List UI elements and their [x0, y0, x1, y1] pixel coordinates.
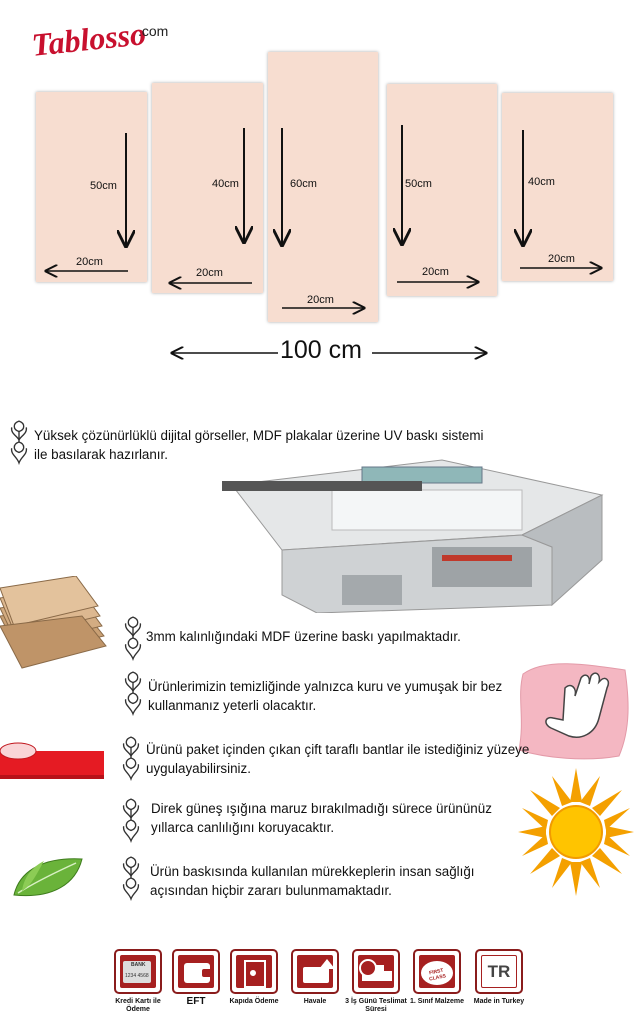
eco-leaf-icon [13, 858, 83, 897]
badge-label-first-class: 1. Sınıf Malzeme [409, 998, 465, 1005]
double-sided-tape-icon [0, 742, 104, 779]
logo-suffix: .com [138, 23, 168, 39]
total-width-label: 100 cm [280, 336, 362, 364]
width-label-4: 20cm [422, 266, 449, 278]
made-in-turkey-badge: TR [475, 949, 523, 994]
height-label-1: 50cm [90, 180, 117, 192]
width-label-5: 20cm [548, 253, 575, 265]
ornament-icon [122, 615, 144, 661]
door-delivery-icon [244, 960, 266, 988]
height-label-2: 40cm [212, 178, 239, 190]
feature-5-text: Direk güneş ışığına maruz bırakılmadığı … [151, 801, 492, 835]
delivery-time-badge [352, 949, 400, 994]
feature-6-text: Ürün baskısında kullanılan mürekkeplerin… [150, 864, 475, 898]
height-label-4: 50cm [405, 178, 432, 190]
feature-4-text: Ürünü paket içinden çıkan çift taraflı b… [146, 742, 530, 776]
badge-label-made-in-turkey: Made in Turkey [473, 998, 525, 1005]
credit-card-icon: BANK 1234 4568 [123, 961, 151, 983]
badge-label-transfer: Havale [303, 998, 327, 1005]
width-label-1: 20cm [76, 256, 103, 268]
ornament-icon [120, 735, 142, 781]
money-transfer-icon [303, 959, 335, 983]
canvas-panel-3 [268, 52, 378, 322]
canvas-panel-1 [36, 92, 147, 282]
ornament-icon [120, 797, 142, 843]
badge-label-delivery: 3 İş Günü Teslimat Süresi [345, 998, 407, 1013]
badge-label-credit-card: Kredi Kartı ile Ödeme [115, 998, 161, 1013]
feature-3-text: Ürünlerimizin temizliğinde yalnızca kuru… [148, 679, 503, 713]
cleaning-cloth-hand-icon [518, 663, 629, 760]
money-transfer-badge [291, 949, 339, 994]
ornament-icon [8, 419, 30, 465]
uv-printer-image [222, 459, 604, 613]
first-class-badge: FIRST CLASS [413, 949, 461, 994]
width-label-2: 20cm [196, 267, 223, 279]
eft-badge [172, 949, 220, 994]
wallet-icon [184, 963, 212, 983]
canvas-panel-4 [387, 84, 497, 296]
badge-label-eft: EFT [186, 996, 206, 1007]
ornament-icon [122, 670, 144, 716]
first-class-stamp-icon: FIRST CLASS [421, 961, 453, 985]
badge-label-pay-at-door: Kapıda Ödeme [229, 998, 279, 1005]
canvas-panel-5 [502, 93, 613, 281]
credit-card-badge: BANK 1234 4568 [114, 949, 162, 994]
dimension-arrows [0, 125, 640, 380]
tablosso-logo: Tablosso .com [30, 15, 168, 63]
width-label-3: 20cm [307, 294, 334, 306]
height-label-3: 60cm [290, 178, 317, 190]
height-label-5: 40cm [528, 176, 555, 188]
feature-2-text: 3mm kalınlığındaki MDF üzerine baskı yap… [146, 629, 461, 644]
mdf-boards-image [0, 576, 107, 669]
sun-icon [518, 768, 634, 896]
feature-1-text: Yüksek çözünürlüklü dijital görseller, M… [34, 428, 484, 462]
pay-at-door-badge [230, 949, 278, 994]
tr-flag-icon: TR [487, 962, 511, 981]
ornament-icon [120, 855, 142, 901]
